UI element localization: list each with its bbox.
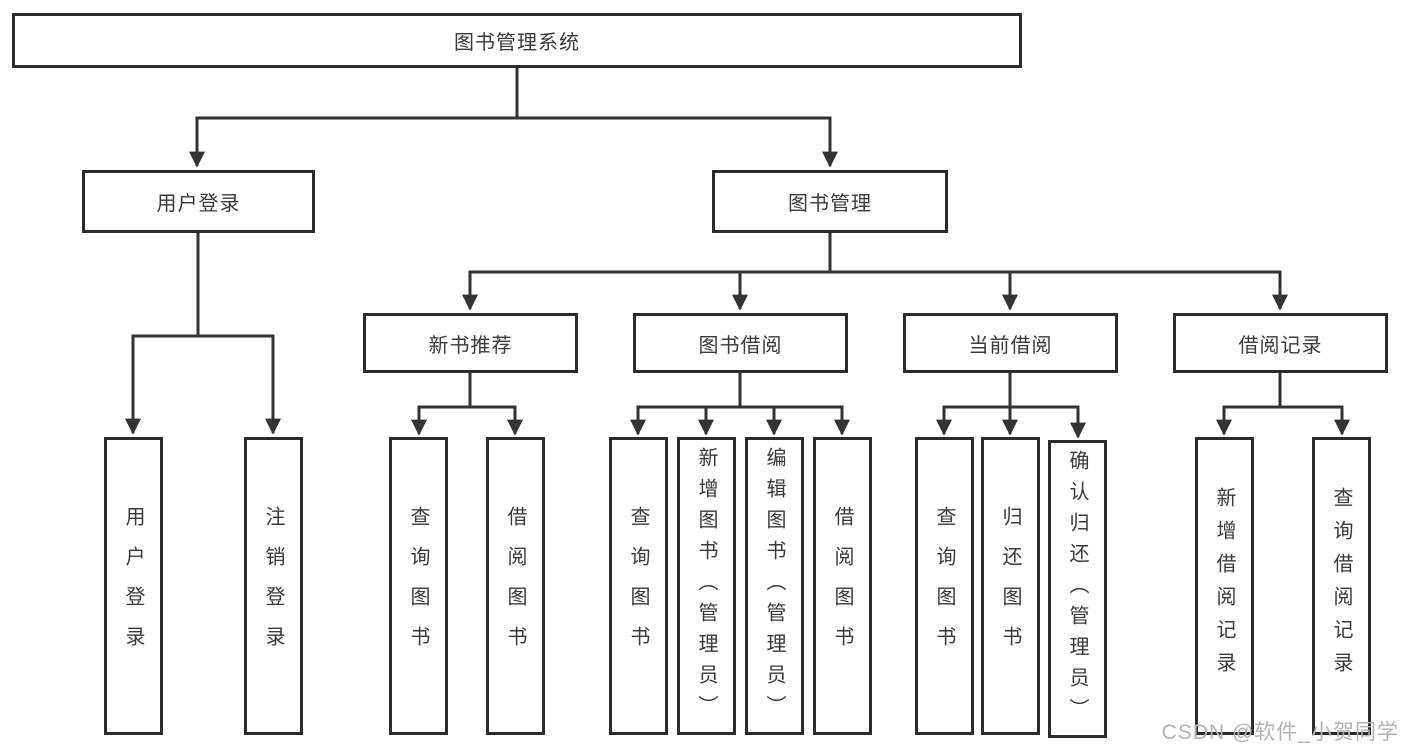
node-label: 图书管理: [788, 193, 872, 215]
leaf-query-books: 查询图书: [389, 437, 448, 735]
node-label: 新增图书（管理员）: [695, 446, 717, 726]
node-label: 借阅记录: [1238, 334, 1323, 357]
node-label: 借阅图书: [831, 506, 853, 666]
leaf-query-books-2: 查询图书: [609, 437, 668, 735]
leaf-return-books: 归还图书: [981, 437, 1040, 735]
node-label: 借阅图书: [504, 506, 526, 666]
node-label: 注销登录: [262, 506, 284, 666]
node-label: 当前借阅: [968, 334, 1053, 357]
watermark: CSDN @软件_小贺同学: [1161, 721, 1399, 744]
node-label: 归还图书: [999, 506, 1021, 666]
leaf-add-books-admin: 新增图书（管理员）: [677, 437, 736, 735]
node-label: 查询图书: [407, 506, 429, 666]
leaf-confirm-return-admin: 确认归还（管理员）: [1048, 440, 1107, 738]
node-current-borrowing: 当前借阅: [903, 313, 1118, 373]
node-label: 查询图书: [933, 506, 955, 666]
node-book-management: 图书管理: [712, 170, 948, 233]
node-book-borrowing: 图书借阅: [633, 313, 848, 373]
leaf-query-books-3: 查询图书: [915, 437, 974, 735]
leaf-user-login: 用户登录: [104, 437, 163, 735]
node-label: 编辑图书（管理员）: [763, 446, 785, 726]
leaf-borrow-books: 借阅图书: [486, 437, 545, 735]
node-label: 新书推荐: [428, 334, 513, 357]
node-label: 图书管理系统: [454, 32, 580, 54]
leaf-edit-books-admin: 编辑图书（管理员）: [745, 437, 804, 735]
leaf-add-borrow-record: 新增借阅记录: [1195, 437, 1254, 735]
node-label: 新增借阅记录: [1213, 487, 1235, 685]
node-book-management-system: 图书管理系统: [12, 13, 1022, 68]
leaf-borrow-books-2: 借阅图书: [813, 437, 872, 735]
leaf-query-borrow-record: 查询借阅记录: [1312, 437, 1371, 735]
leaf-logout: 注销登录: [244, 437, 303, 735]
node-new-book-recommendation: 新书推荐: [363, 313, 578, 373]
node-label: 查询借阅记录: [1330, 487, 1352, 685]
node-borrowing-records: 借阅记录: [1173, 313, 1388, 373]
node-label: 图书借阅: [698, 334, 783, 357]
node-label: 查询图书: [627, 506, 649, 666]
node-label: 用户登录: [122, 506, 144, 666]
node-label: 用户登录: [156, 193, 241, 215]
node-user-login: 用户登录: [82, 170, 315, 233]
node-label: 确认归还（管理员）: [1066, 449, 1088, 729]
